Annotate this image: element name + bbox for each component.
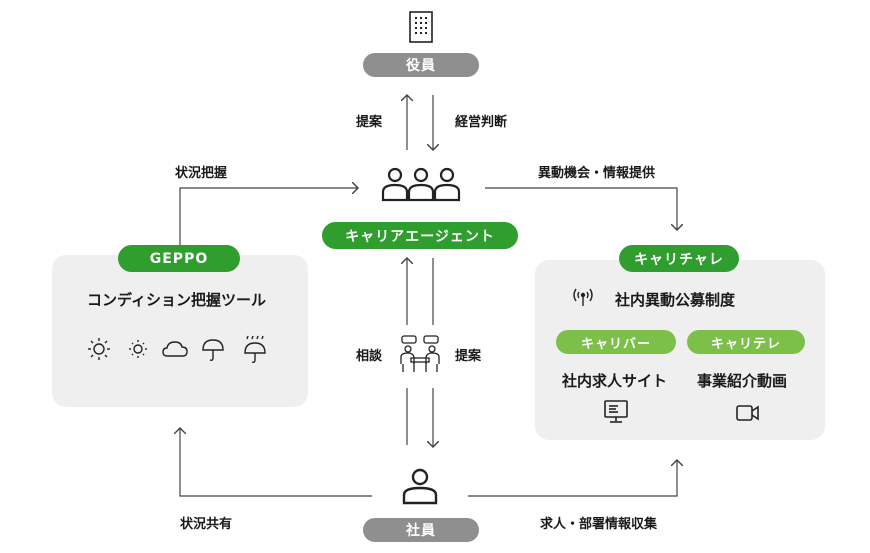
sun-small-icon bbox=[129, 340, 147, 358]
meeting-icon bbox=[400, 335, 440, 372]
label-proposal-top: 提案 bbox=[356, 115, 383, 130]
node-executives: 役員 bbox=[363, 53, 479, 77]
geppo-tool-title: コンディション把握ツール bbox=[87, 291, 266, 309]
node-careercha: キャリチャレ bbox=[619, 245, 739, 272]
video-camera-icon bbox=[736, 405, 759, 421]
monitor-icon bbox=[604, 400, 628, 423]
internal-transfer-title: 社内異動公募制度 bbox=[615, 291, 736, 309]
internal-job-site-title: 社内求人サイト bbox=[562, 372, 668, 390]
label-transfer-info: 異動機会・情報提供 bbox=[538, 166, 656, 181]
building-icon bbox=[409, 11, 433, 43]
label-status-share: 状況共有 bbox=[180, 517, 233, 532]
umbrella-rain-icon bbox=[244, 335, 266, 363]
label-management-decision: 経営判断 bbox=[455, 115, 508, 130]
node-employee: 社員 bbox=[363, 518, 479, 542]
label-proposal-mid: 提案 bbox=[455, 349, 482, 364]
arrow-job-info bbox=[468, 460, 677, 497]
panel-geppo bbox=[52, 255, 308, 407]
node-caritele: キャリテレ bbox=[687, 330, 805, 354]
broadcast-icon bbox=[573, 288, 593, 306]
node-caribar: キャリバー bbox=[556, 330, 676, 354]
business-video-title: 事業紹介動画 bbox=[697, 372, 788, 390]
weather-icons bbox=[88, 335, 266, 363]
cloud-icon bbox=[162, 341, 188, 357]
umbrella-icon bbox=[202, 339, 224, 361]
node-geppo: GEPPO bbox=[118, 245, 240, 272]
arrow-status-share bbox=[180, 428, 372, 497]
arrow-status-grasp bbox=[179, 188, 358, 248]
sun-icon bbox=[88, 338, 110, 360]
arrow-transfer-info bbox=[485, 187, 677, 230]
node-career-agent: キャリアエージェント bbox=[322, 222, 518, 249]
person-icon bbox=[402, 468, 438, 505]
people-group-icon bbox=[381, 167, 461, 202]
label-consult: 相談 bbox=[356, 349, 383, 364]
label-status-grasp: 状況把握 bbox=[175, 166, 228, 181]
label-job-info-collect: 求人・部署情報収集 bbox=[540, 517, 658, 532]
